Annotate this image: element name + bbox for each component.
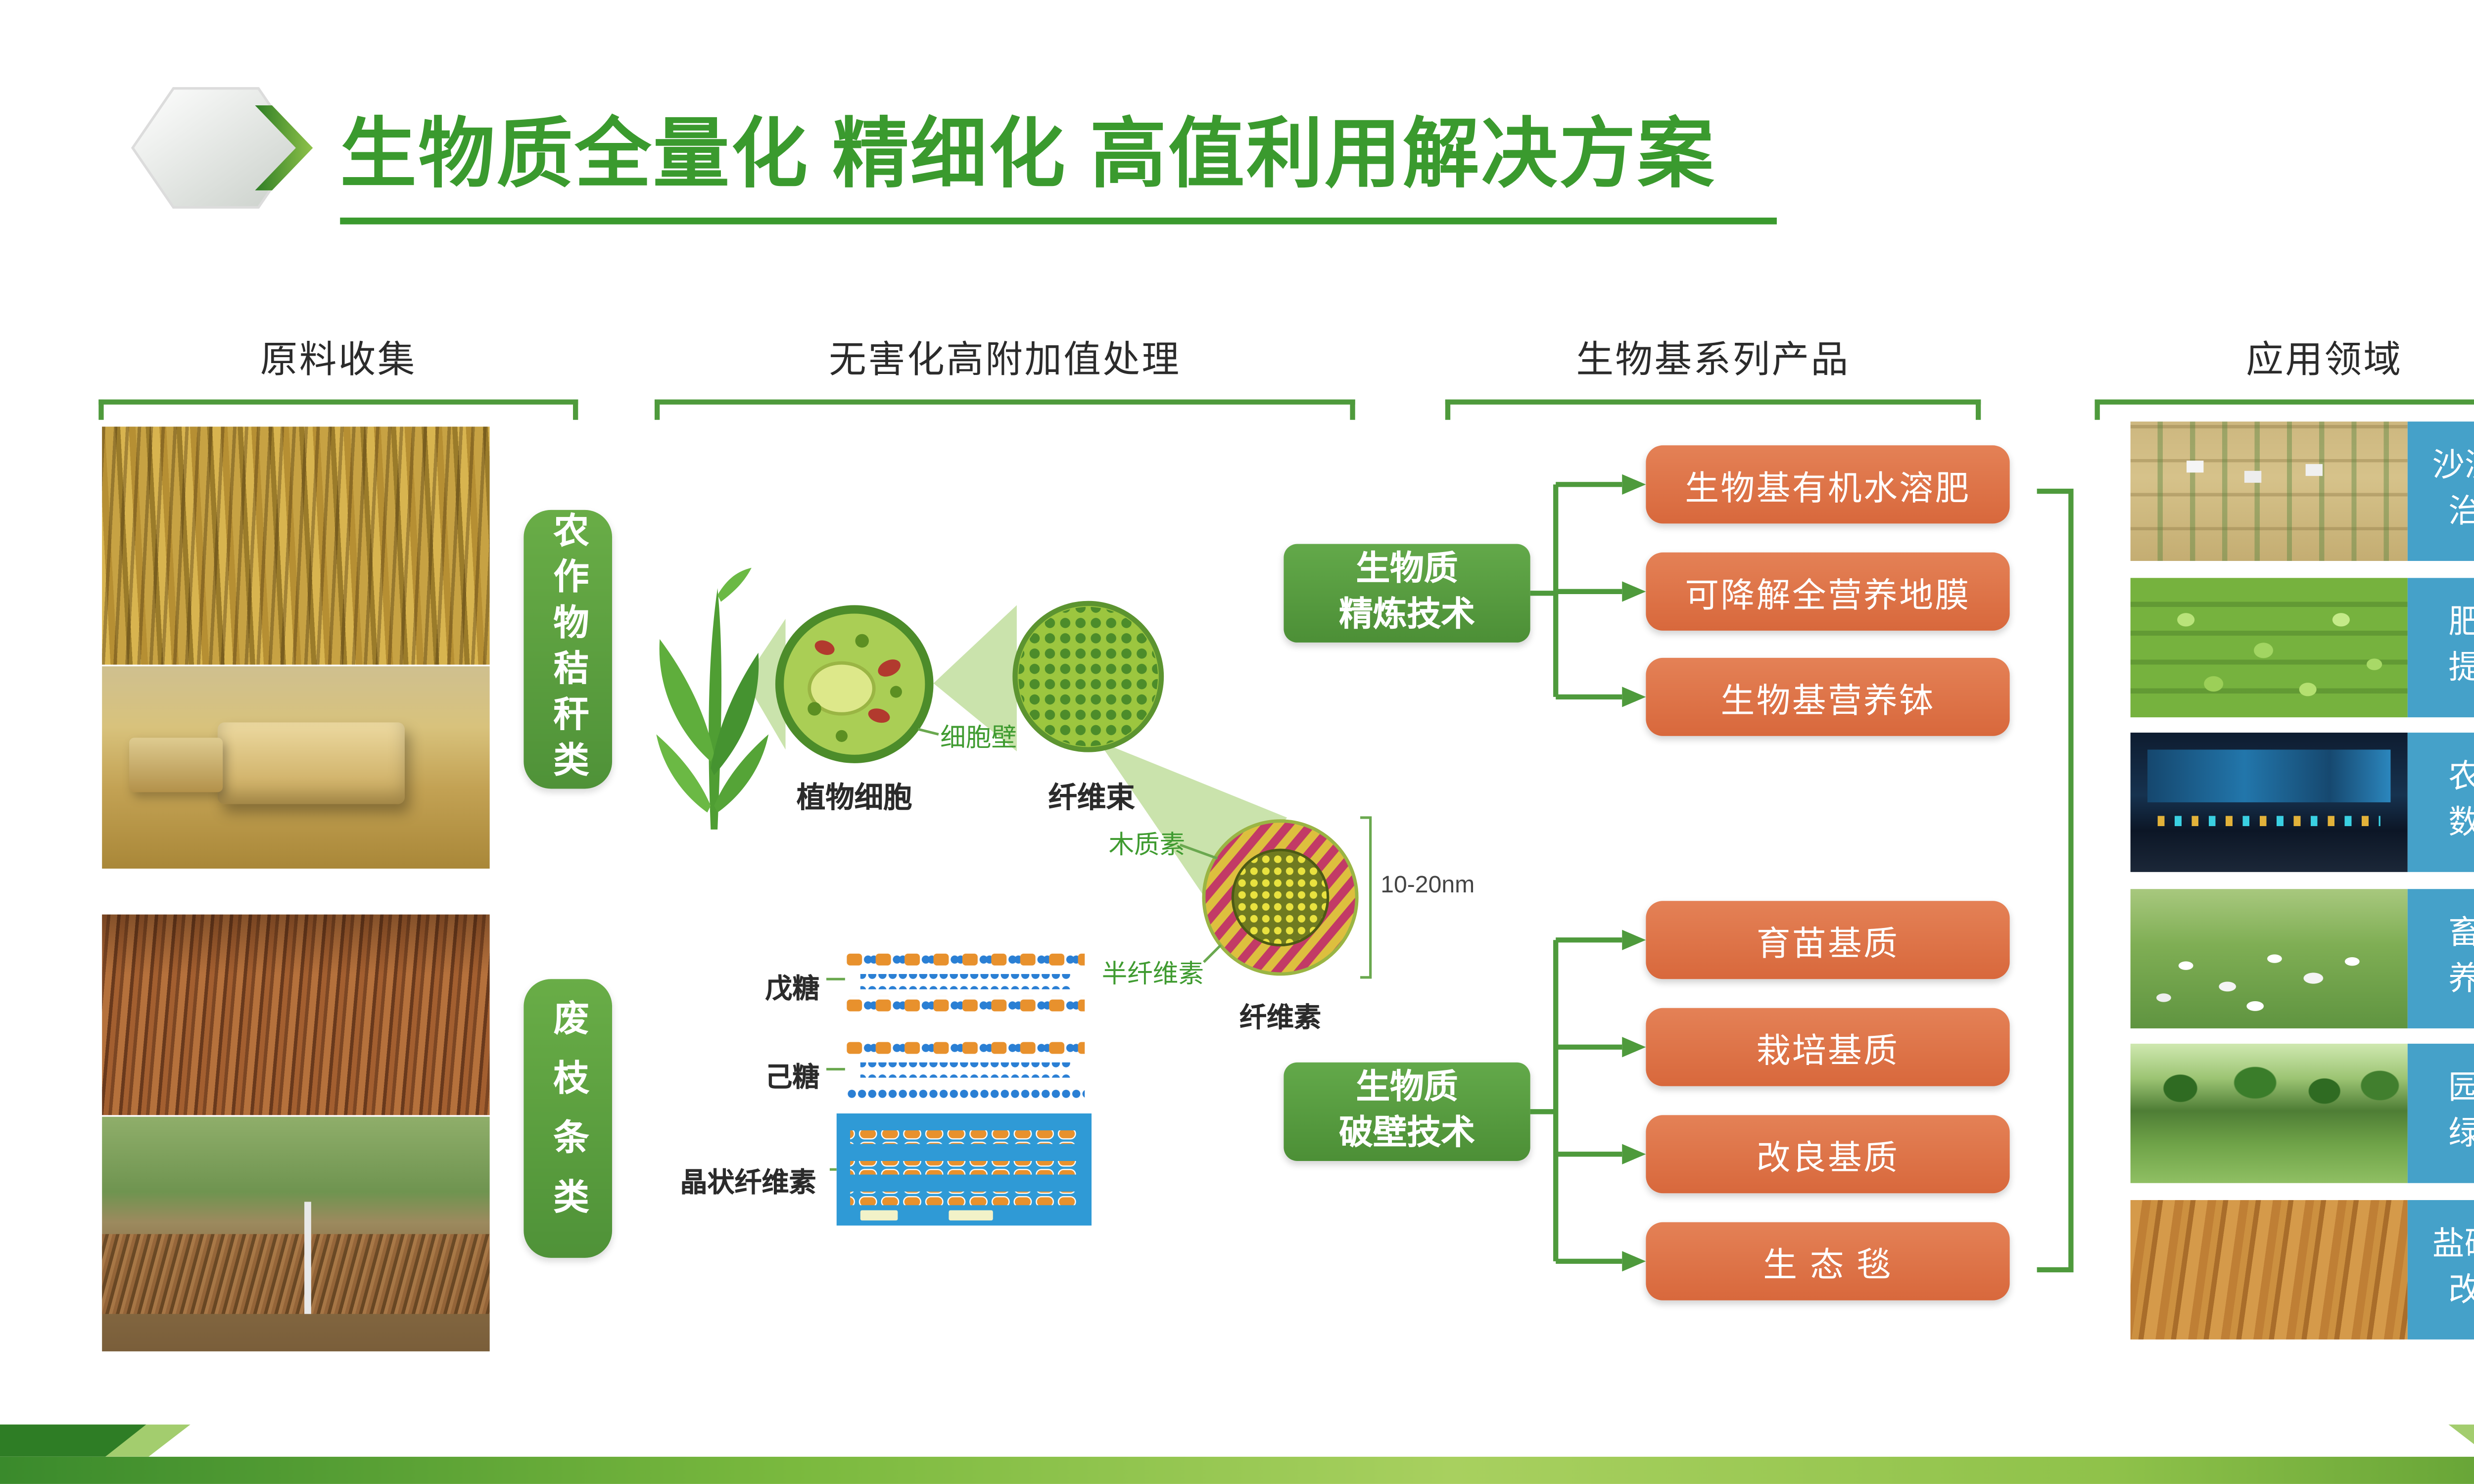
photo-fertility-improvement — [2130, 578, 2408, 718]
app-label-agri-data: 农业 数据 — [2407, 733, 2474, 872]
photo-corn-stalks — [102, 426, 490, 665]
footer-bar — [0, 1456, 2474, 1484]
app-label-landscaping: 园林 绿化 — [2407, 1043, 2474, 1183]
photo-orchard-branches — [102, 1116, 490, 1351]
photo-saline-alkali-improvement — [2130, 1200, 2408, 1340]
bracket-collection — [98, 399, 578, 420]
bracket-processing — [654, 399, 1355, 420]
label-fiber-bundle: 纤维束 — [1048, 782, 1135, 814]
section-header-applications: 应用领域 — [2094, 330, 2474, 420]
photo-landscape-greening — [2130, 1043, 2408, 1183]
product-degradable-mulch-film: 可降解全营养地膜 — [1646, 552, 2010, 631]
section-header-products-label: 生物基系列产品 — [1576, 338, 1850, 381]
section-header-processing: 无害化高附加值处理 — [654, 330, 1355, 420]
app-label-fertility: 肥力 提升 — [2407, 578, 2474, 718]
product-cultivation-substrate: 栽培基质 — [1646, 1008, 2010, 1086]
hexagon-bullet-icon — [131, 87, 313, 209]
section-header-collection-label: 原料收集 — [260, 338, 417, 381]
crystalline-cellulose-diagram — [836, 1113, 1092, 1226]
app-row-livestock: 畜牧 养殖 — [2130, 889, 2474, 1028]
section-header-applications-label: 应用领域 — [2246, 338, 2403, 381]
app-row-fertility: 肥力 提升 — [2130, 578, 2474, 718]
bracket-products — [1445, 399, 1981, 420]
product-improvement-substrate: 改良基质 — [1646, 1115, 2010, 1194]
footer-corner-right-accent — [2448, 1424, 2474, 1457]
label-crystalline-cellulose: 晶状纤维素 — [680, 1169, 816, 1199]
plant-cell-diagram — [775, 605, 934, 763]
page-title: 生物质全量化 精细化 高值利用解决方案 — [340, 110, 1716, 197]
section-header-products: 生物基系列产品 — [1445, 330, 1981, 420]
label-lignin: 木质素 — [1108, 831, 1186, 860]
fiber-bundle-diagram — [1012, 601, 1164, 752]
app-label-saline-soil: 盐碱地 改良 — [2407, 1200, 2474, 1340]
label-scale-10-20nm: 10-20nm — [1380, 870, 1475, 898]
product-nutrient-pot: 生物基营养钵 — [1646, 657, 2010, 736]
hexose-chain-diagram — [847, 1040, 1085, 1100]
photo-agriculture-data — [2130, 733, 2408, 872]
tech-box-refining: 生物质 精炼技术 — [1284, 544, 1530, 643]
label-hemicellulose: 半纤维素 — [1101, 960, 1204, 989]
section-header-collection: 原料收集 — [98, 330, 578, 420]
photo-livestock-breeding — [2130, 889, 2408, 1028]
label-pentose: 戊糖 — [765, 975, 820, 1005]
title-underline — [340, 217, 1777, 225]
category-crop-straw: 农作物秸秆类 — [523, 510, 613, 789]
cellulose-cross-section-diagram — [1202, 819, 1359, 976]
product-seedling-substrate: 育苗基质 — [1646, 901, 2010, 979]
app-row-saline-soil: 盐碱地 改良 — [2130, 1200, 2474, 1340]
label-cellulose: 纤维素 — [1239, 1004, 1322, 1034]
label-hexose: 己糖 — [765, 1064, 820, 1093]
app-row-agri-data: 农业 数据 — [2130, 733, 2474, 872]
pentose-chain-diagram — [847, 952, 1085, 1012]
app-row-landscaping: 园林 绿化 — [2130, 1043, 2474, 1183]
product-water-soluble-fertilizer: 生物基有机水溶肥 — [1646, 445, 2010, 524]
category-waste-branches: 废枝条类 — [523, 979, 613, 1258]
label-cell-wall: 细胞壁 — [940, 724, 1017, 753]
app-label-livestock: 畜牧 养殖 — [2407, 889, 2474, 1028]
app-label-desertification: 沙漠化 治理 — [2407, 421, 2474, 561]
photo-red-branches — [102, 914, 490, 1115]
bracket-applications — [2094, 399, 2474, 420]
plant-illustration — [656, 567, 769, 830]
tech-box-wall-breaking: 生物质 破壁技术 — [1284, 1062, 1530, 1161]
app-row-desertification: 沙漠化 治理 — [2130, 421, 2474, 561]
label-plant-cell: 植物细胞 — [796, 782, 912, 814]
section-header-processing-label: 无害化高附加值处理 — [829, 338, 1181, 381]
photo-straw-bales — [102, 666, 490, 869]
product-eco-blanket: 生 态 毯 — [1646, 1222, 2010, 1300]
photo-desertification-control — [2130, 421, 2408, 561]
